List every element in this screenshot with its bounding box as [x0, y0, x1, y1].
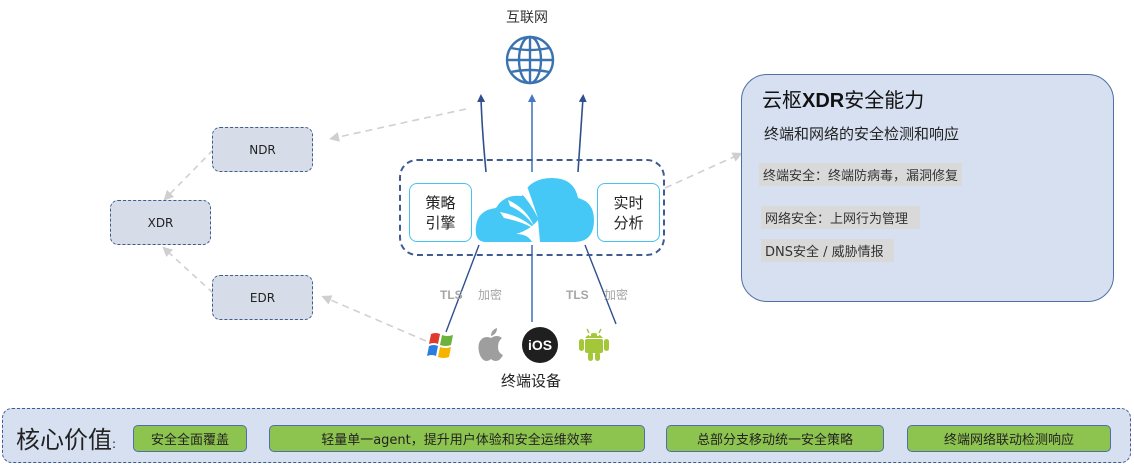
android-icon [576, 326, 612, 362]
tls-protocol-right: TLS [566, 288, 589, 302]
panel-title-bold: XDR [802, 90, 845, 112]
devices-label: 终端设备 [501, 372, 562, 390]
capability-tag-dns: DNS安全 / 威胁情报 [761, 239, 894, 262]
panel-title: 云枢XDR安全能力 [762, 84, 924, 113]
policy-engine-line2: 引擎 [425, 213, 456, 232]
core-value-colon: : [112, 437, 117, 451]
arrow-core-to-ndr [329, 108, 467, 142]
cloud-logo-icon [474, 172, 596, 244]
tls-protocol-left: TLS [440, 288, 463, 302]
capability-tag-network: 网络安全：上网行为管理 [761, 206, 921, 229]
uplink-arrow-left [477, 94, 487, 173]
policy-engine-line1: 策略 [425, 193, 456, 212]
edr-node: EDR [212, 275, 313, 320]
arrow-device-to-edr [321, 295, 427, 342]
ndr-label: NDR [249, 142, 276, 157]
downlink-right [584, 244, 617, 325]
xdr-node: XDR [110, 200, 211, 245]
core-value-bar: 核心价值: 安全全面覆盖 轻量单一agent，提升用户体验和安全运维效率 总部分… [2, 408, 1131, 463]
panel-title-suffix: 安全能力 [844, 88, 925, 112]
tls-label-left: TLS 加密 [440, 286, 502, 303]
core-platform-group [399, 159, 665, 256]
globe-icon [504, 34, 556, 86]
downlink-left [445, 244, 480, 333]
panel-title-prefix: 云枢 [762, 88, 802, 112]
ios-label: iOS [527, 337, 553, 353]
arrow-core-to-capabilities [664, 152, 743, 189]
core-value-label: 核心价值: [16, 420, 116, 455]
ndr-node: NDR [212, 127, 313, 172]
core-value-item: 终端网络联动检测响应 [907, 425, 1111, 452]
panel-subtitle: 终端和网络的安全检测和响应 [764, 125, 960, 143]
windows-icon [425, 330, 457, 362]
arrow-edr-to-xdr [162, 246, 214, 294]
realtime-analysis-line1: 实时 [613, 193, 644, 212]
core-value-title: 核心价值 [16, 426, 112, 454]
uplink-arrow-right [577, 94, 587, 173]
capability-tag-endpoint: 终端安全：终端防病毒，漏洞修复 [759, 163, 963, 186]
apple-icon [475, 328, 507, 362]
core-value-item: 轻量单一agent，提升用户体验和安全运维效率 [269, 425, 645, 452]
realtime-analysis-line2: 分析 [613, 213, 644, 232]
tls-encrypt-left: 加密 [477, 288, 502, 302]
policy-engine-box: 策略 引擎 [409, 183, 472, 242]
ios-icon: iOS [522, 327, 558, 363]
edr-label: EDR [249, 290, 276, 305]
tls-label-right: TLS 加密 [566, 286, 628, 303]
xdr-label: XDR [147, 215, 174, 230]
xdr-capabilities-panel: 云枢XDR安全能力 终端和网络的安全检测和响应 终端安全：终端防病毒，漏洞修复 … [741, 74, 1114, 302]
tls-encrypt-right: 加密 [603, 288, 628, 302]
internet-label: 互联网 [506, 10, 548, 26]
core-value-item: 总部分支移动统一安全策略 [666, 425, 884, 452]
arrow-ndr-to-xdr [163, 149, 214, 201]
realtime-analysis-box: 实时 分析 [597, 183, 660, 242]
core-value-item: 安全全面覆盖 [133, 425, 247, 452]
